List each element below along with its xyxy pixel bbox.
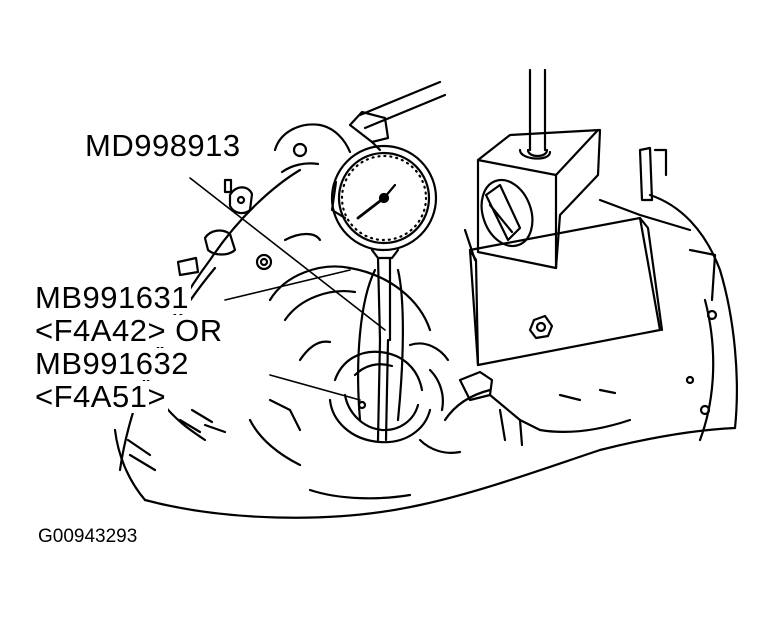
bearing-bore: [268, 265, 542, 454]
tool-model-line-2: <F4A42> OR: [33, 313, 225, 348]
dial-gauge: [330, 80, 447, 442]
housing-bosses: [176, 123, 352, 277]
tool-part-number-line-3: MB991632: [33, 346, 191, 381]
magnetic-base-stand: [463, 68, 664, 367]
tool-part-number-line-1: MB991631: [33, 280, 191, 315]
leader-lines: [189, 177, 386, 401]
figure-id: G00943293: [38, 526, 138, 547]
dial-gauge-part-number: MD998913: [83, 128, 243, 163]
tool-model-line-4: <F4A51>: [33, 379, 169, 414]
